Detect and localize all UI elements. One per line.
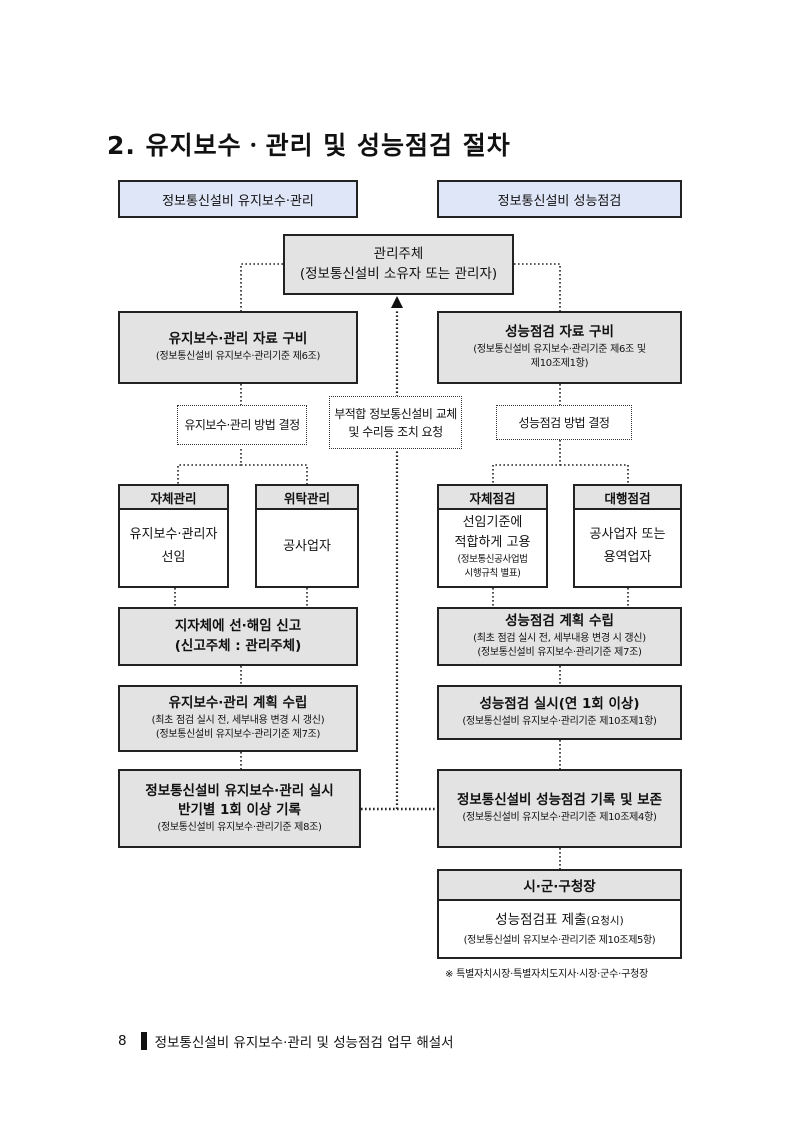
right-agency-head: 대행점검: [575, 486, 680, 510]
management-entity-desc: (정보통신설비 소유자 또는 관리자): [299, 265, 498, 282]
right-record-sub: (정보통신설비 유지보수·관리기준 제10조제4항): [462, 812, 657, 824]
city-box: 시·군·구청장 성능점검표 제출(요청시) (정보통신설비 유지보수·관리기준 …: [437, 869, 682, 959]
header-inspection-label: 정보통신설비 성능점검: [497, 193, 622, 209]
left-outsource-body1: 공사업자: [283, 538, 331, 554]
arrow-up-icon: [391, 296, 403, 308]
right-method-label: 성능점검 방법 결정: [518, 415, 610, 430]
left-exec-box: 정보통신설비 유지보수·관리 실시 반기별 1회 이상 기록 (정보통신설비 유…: [118, 769, 361, 848]
right-method-box: 성능점검 방법 결정: [496, 405, 632, 440]
right-plan-box: 성능점검 계획 수립 (최초 점검 실시 전, 세부내용 변경 시 갱신) (정…: [437, 607, 682, 666]
right-agency-body2: 용역업자: [603, 550, 652, 565]
left-method-box: 유지보수·관리 방법 결정: [177, 405, 307, 445]
right-self-sub1: (정보통신공사업법: [457, 553, 528, 565]
city-body-main: 성능점검표 제출: [495, 911, 587, 928]
left-self-body1: 유지보수·관리자: [129, 527, 218, 543]
left-report-box: 지자체에 선·해임 신고 (신고주체 : 관리주체): [118, 607, 358, 666]
left-plan-box: 유지보수·관리 계획 수립 (최초 점검 실시 전, 세부내용 변경 시 갱신)…: [118, 685, 358, 752]
left-report-line2: (신고주체 : 관리주체): [174, 637, 302, 654]
footer-text: 정보통신설비 유지보수·관리 및 성능점검 업무 해설서: [154, 1035, 454, 1051]
center-request-line1: 부적합 정보통신설비 교체: [334, 406, 457, 421]
city-body: 성능점검표 제출(요청시): [495, 908, 623, 934]
right-prep-sub1: (정보통신설비 유지보수·관리기준 제6조 및: [473, 343, 646, 355]
connector-top-right: [514, 263, 561, 311]
center-request-line2: 및 수리등 조치 요청: [348, 424, 443, 439]
left-outsource-head: 위탁관리: [257, 486, 357, 510]
left-self-body2: 선임: [161, 550, 186, 565]
right-self-body2: 적합하게 고용: [454, 534, 531, 550]
page-footer: 8 정보통신설비 유지보수·관리 및 성능점검 업무 해설서: [118, 1031, 454, 1051]
right-record-main: 정보통신설비 성능점검 기록 및 보존: [456, 792, 663, 809]
management-entity-title: 관리주체: [373, 245, 424, 262]
connector-left-method-outsource: [241, 464, 308, 484]
connector-top-left: [240, 263, 283, 311]
right-prep-sub2: 제10조제1항): [530, 358, 589, 370]
left-prep-sub: (정보통신설비 유지보수·관리기준 제6조): [155, 351, 321, 363]
header-maintenance-label: 정보통신설비 유지보수·관리: [162, 193, 314, 209]
connector-left-method-self: [177, 449, 242, 484]
left-prep-main: 유지보수·관리 자료 구비: [168, 331, 308, 348]
left-exec-line1: 정보통신설비 유지보수·관리 실시: [145, 782, 334, 799]
left-plan-main: 유지보수·관리 계획 수립: [168, 695, 308, 712]
right-self-head: 자체점검: [439, 486, 546, 510]
left-prep-box: 유지보수·관리 자료 구비 (정보통신설비 유지보수·관리기준 제6조): [118, 311, 358, 384]
left-self-box: 자체관리 유지보수·관리자 선임: [118, 484, 229, 588]
page-title: 2. 유지보수ㆍ관리 및 성능점검 절차: [107, 131, 511, 160]
city-head: 시·군·구청장: [439, 871, 680, 901]
right-self-box: 자체점검 선임기준에 적합하게 고용 (정보통신공사업법 시행규칙 별표): [437, 484, 548, 588]
header-maintenance: 정보통신설비 유지보수·관리: [118, 180, 358, 218]
right-self-body1: 선임기준에: [462, 514, 523, 530]
footer-bar: [140, 1032, 147, 1050]
city-sub: (정보통신설비 유지보수·관리기준 제10조제5항): [463, 935, 656, 947]
left-report-line1: 지자체에 선·해임 신고: [174, 617, 302, 634]
right-exec-main: 성능점검 실시(연 1회 이상): [479, 696, 640, 713]
right-record-box: 정보통신설비 성능점검 기록 및 보존 (정보통신설비 유지보수·관리기준 제1…: [437, 769, 682, 848]
left-outsource-box: 위탁관리 공사업자: [255, 484, 359, 588]
connector-right-method-agency: [560, 464, 629, 484]
left-plan-sub1: (최초 점검 실시 전, 세부내용 변경 시 갱신): [151, 714, 325, 726]
header-inspection: 정보통신설비 성능점검: [437, 180, 682, 218]
right-agency-body1: 공사업자 또는: [589, 527, 666, 543]
left-self-head: 자체관리: [120, 486, 227, 510]
left-method-label: 유지보수·관리 방법 결정: [184, 418, 300, 432]
page-number: 8: [118, 1033, 127, 1049]
connector-right-method-self: [492, 440, 561, 484]
right-plan-sub2: (정보통신설비 유지보수·관리기준 제7조): [477, 647, 642, 659]
management-entity-box: 관리주체 (정보통신설비 소유자 또는 관리자): [283, 234, 514, 295]
right-prep-main: 성능점검 자료 구비: [505, 324, 614, 341]
right-plan-main: 성능점검 계획 수립: [505, 613, 614, 630]
left-exec-sub: (정보통신설비 유지보수·관리기준 제8조): [157, 821, 322, 833]
right-prep-box: 성능점검 자료 구비 (정보통신설비 유지보수·관리기준 제6조 및 제10조제…: [437, 311, 682, 384]
left-plan-sub2: (정보통신설비 유지보수·관리기준 제7조): [155, 729, 321, 741]
right-agency-box: 대행점검 공사업자 또는 용역업자: [573, 484, 682, 588]
right-self-sub2: 시행규칙 별표): [464, 568, 521, 580]
right-exec-sub: (정보통신설비 유지보수·관리기준 제10조제1항): [462, 716, 657, 728]
city-body-note: (요청시): [586, 914, 624, 927]
right-plan-sub1: (최초 점검 실시 전, 세부내용 변경 시 갱신): [473, 632, 646, 644]
right-exec-box: 성능점검 실시(연 1회 이상) (정보통신설비 유지보수·관리기준 제10조제…: [437, 685, 682, 740]
left-exec-line2: 반기별 1회 이상 기록: [178, 802, 301, 819]
center-request-box: 부적합 정보통신설비 교체 및 수리등 조치 요청: [329, 396, 462, 449]
footnote: ※ 특별자치시장·특별자치도지사·시장·군수·구청장: [445, 969, 649, 980]
